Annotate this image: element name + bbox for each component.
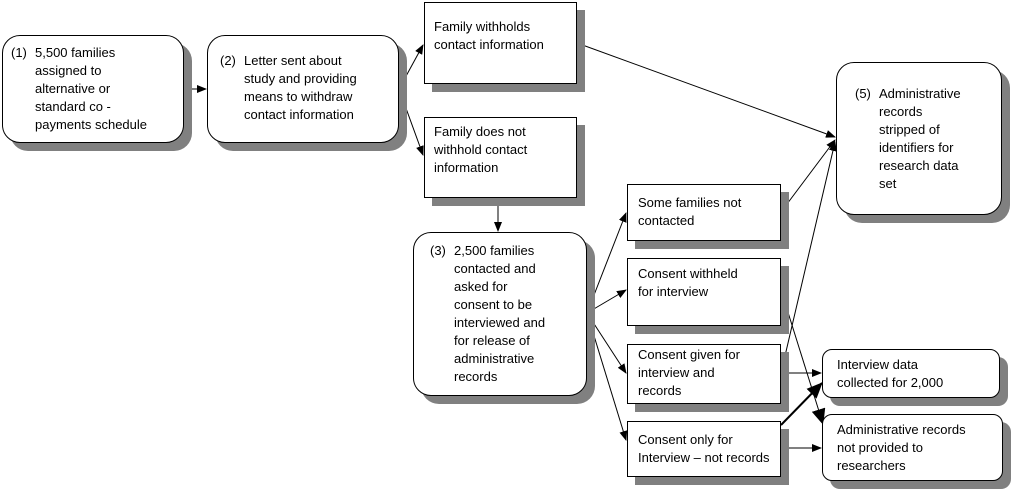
- arrow-consent-given-to-5: [780, 141, 837, 374]
- box-interview-data-collected: Interview data collected for 2,000: [822, 349, 1000, 398]
- box-text: interview and: [638, 365, 715, 380]
- arrow-3-to-consent-withheld: [586, 289, 627, 314]
- box-text: payments schedule: [35, 117, 148, 132]
- step-number: (5): [855, 86, 871, 101]
- box-text: withhold contact: [434, 142, 528, 157]
- box-family-not-withhold: Family does not withhold contact informa…: [424, 117, 577, 198]
- arrow-interview-only-to-interview-data: [780, 382, 823, 426]
- box-text: contacted: [638, 213, 695, 228]
- box-1-families-assigned: (1) 5,500 families assigned to alternativ…: [2, 35, 184, 143]
- box-text: means to withdraw: [244, 89, 353, 104]
- box-text: records: [454, 369, 498, 384]
- box-text: Consent only for: [638, 432, 733, 447]
- box-text: study and providing: [244, 71, 357, 86]
- box-5-administrative-records: (5) Administrative records stripped of id…: [836, 62, 1002, 215]
- box-family-withholds: Family withholds contact information: [424, 2, 577, 84]
- box-records-not-provided: Administrative records not provided to r…: [822, 414, 1003, 481]
- box-text: contact information: [244, 107, 354, 122]
- arrow-3-to-consent-given: [586, 312, 627, 374]
- box-text: Consent given for: [638, 347, 740, 362]
- arrow-2-to-withholds: [398, 44, 424, 90]
- box-text: Administrative: [879, 86, 961, 101]
- box-consent-interview-only: Consent only for Interview – not records: [627, 421, 781, 477]
- box-text: standard co -: [35, 99, 111, 114]
- arrow-2-to-not-withhold: [398, 88, 424, 156]
- box-2-letter-sent: (2) Letter sent about study and providing…: [207, 35, 399, 143]
- box-text: Interview – not records: [638, 450, 770, 465]
- arrow-consent-withheld-to-records-not-provided: [780, 289, 826, 425]
- box-text: records: [638, 383, 682, 398]
- box-text: administrative: [454, 351, 535, 366]
- box-text: contacted and: [454, 261, 536, 276]
- box-text: information: [434, 160, 499, 175]
- box-text: records: [879, 104, 923, 119]
- box-text: Consent withheld: [638, 266, 738, 281]
- step-number: (1): [11, 45, 27, 60]
- box-text: researchers: [837, 458, 906, 473]
- box-text: interviewed and: [454, 315, 546, 330]
- box-text: asked for: [454, 279, 508, 294]
- box-consent-given: Consent given for interview and records: [627, 344, 781, 404]
- box-text: set: [879, 176, 897, 191]
- box-3-families-contacted: (3) 2,500 families contacted and asked fo…: [413, 232, 587, 396]
- step-number: (2): [220, 53, 236, 68]
- box-some-not-contacted: Some families not contacted: [627, 184, 781, 241]
- box-text: assigned to: [35, 63, 102, 78]
- box-text: Some families not: [638, 195, 742, 210]
- box-text: collected for 2,000: [837, 375, 944, 390]
- box-text: 5,500 families: [35, 45, 116, 60]
- box-text: Letter sent about: [244, 53, 342, 68]
- box-text: stripped of: [879, 122, 940, 137]
- step-number: (3): [430, 243, 446, 258]
- arrow-3-to-not-contacted: [586, 212, 627, 314]
- box-consent-withheld: Consent withheld for interview: [627, 258, 781, 326]
- box-text: contact information: [434, 37, 544, 52]
- arrow-not-contacted-to-5: [780, 139, 836, 213]
- box-text: Interview data: [837, 357, 918, 372]
- box-text: Family does not: [434, 124, 526, 139]
- box-text: identifiers for: [879, 140, 954, 155]
- box-text: alternative or: [35, 81, 111, 96]
- box-text: Administrative records: [837, 422, 966, 437]
- box-text: for interview: [638, 284, 709, 299]
- box-text: for release of: [454, 333, 530, 348]
- box-text: consent to be: [454, 297, 533, 312]
- box-text: 2,500 families: [454, 243, 535, 258]
- box-text: Family withholds: [434, 19, 531, 34]
- box-text: research data: [879, 158, 959, 173]
- arrow-3-to-interview-only: [586, 312, 628, 441]
- arrow-withholds-to-5: [576, 42, 836, 138]
- box-text: not provided to: [837, 440, 924, 455]
